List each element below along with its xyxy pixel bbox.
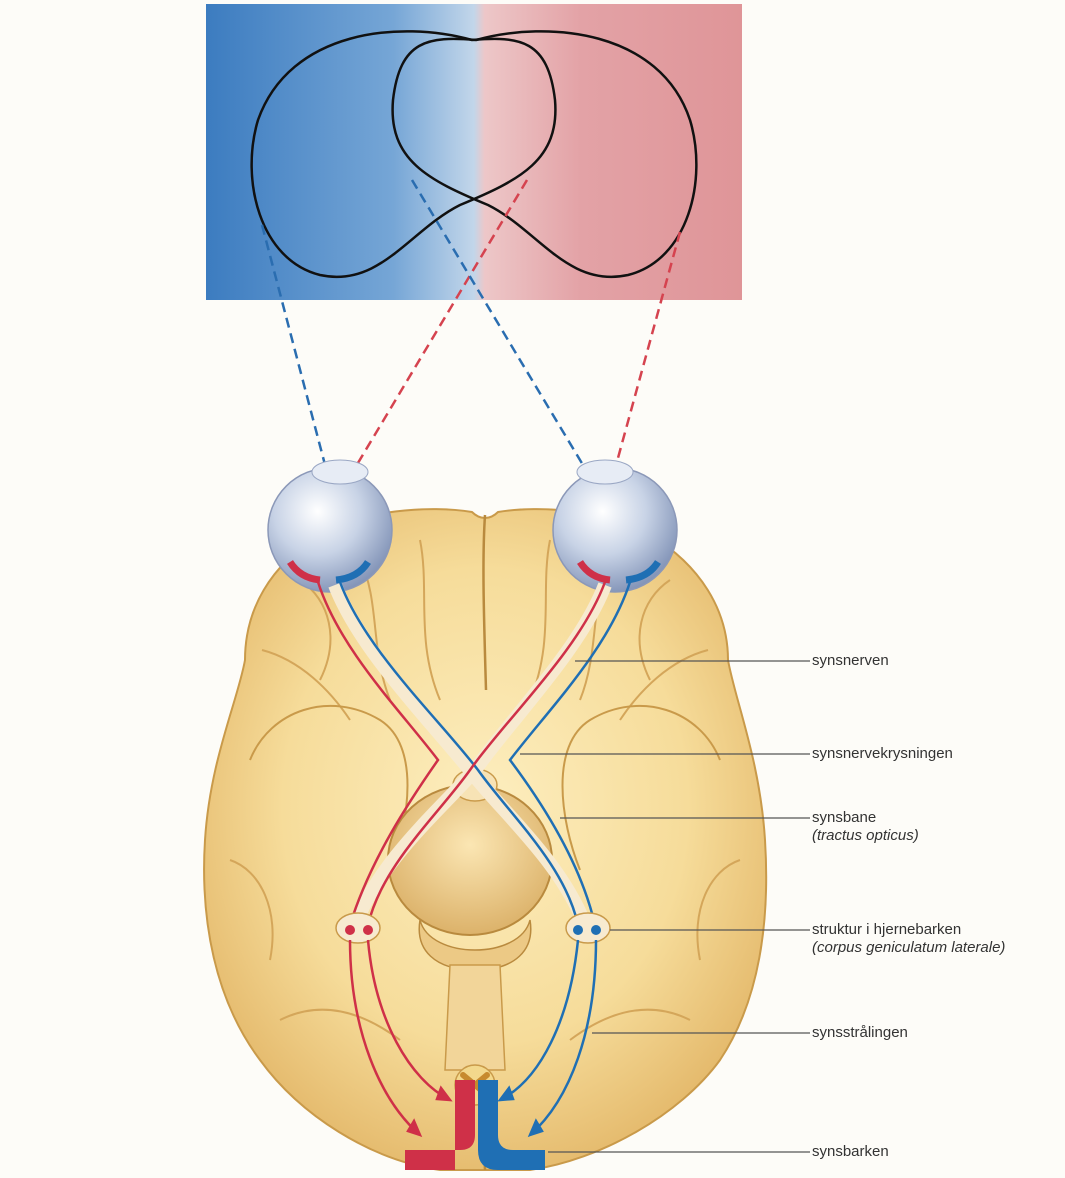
label-optic-tract-latin: (tractus opticus) <box>812 827 919 845</box>
medulla <box>445 965 505 1070</box>
right-cornea <box>577 460 633 484</box>
left-eye <box>268 460 392 592</box>
right-eye <box>553 460 677 592</box>
label-optic-nerve: synsnerven <box>812 652 889 670</box>
lgn-left <box>336 913 380 943</box>
label-optic-chiasm: synsnervekrysningen <box>812 745 953 763</box>
lgn-right <box>566 913 610 943</box>
label-lgn: struktur i hjernebarken (corpus genicula… <box>812 921 1005 957</box>
label-optic-tract: synsbane (tractus opticus) <box>812 809 919 845</box>
label-lgn-latin: (corpus geniculatum laterale) <box>812 939 1005 957</box>
visual-field <box>206 4 742 300</box>
left-eyeball-icon <box>268 468 392 592</box>
left-cornea <box>312 460 368 484</box>
label-optic-tract-name: synsbane <box>812 809 876 826</box>
right-eyeball-icon <box>553 468 677 592</box>
pons <box>388 785 552 935</box>
label-optic-radiation: synsstrålingen <box>812 1024 908 1042</box>
brain <box>204 509 766 1170</box>
label-lgn-name: struktur i hjernebarken <box>812 921 961 938</box>
label-visual-cortex: synsbarken <box>812 1143 889 1161</box>
